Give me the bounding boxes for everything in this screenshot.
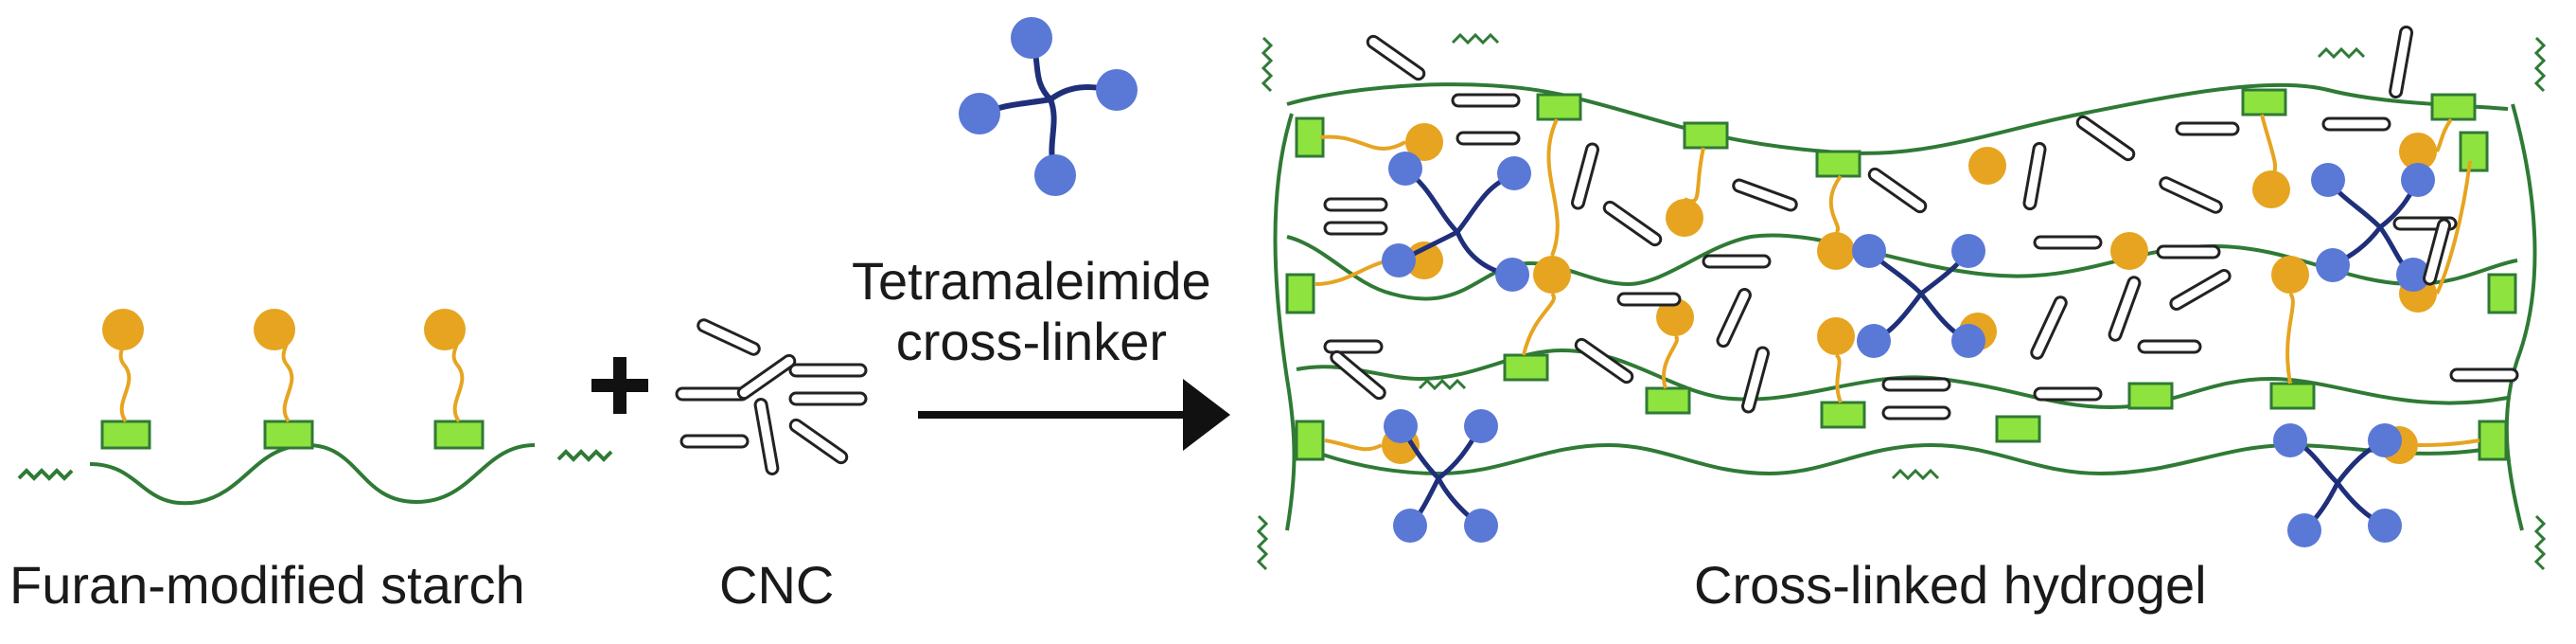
furan-starch-molecule [17, 309, 613, 506]
plus-icon [591, 357, 648, 414]
crosslinker-label-line1: Tetramaleimide [852, 251, 1211, 311]
hydrogel-label: Cross-linked hydrogel [1694, 555, 2207, 615]
furan-group-icon [102, 309, 144, 423]
reaction-arrow-icon [918, 379, 1230, 451]
tetramaleimide-crosslinker [959, 17, 1138, 196]
cnc-rod-icon [788, 363, 868, 378]
crosslinker-label: Tetramaleimide cross-linker [852, 251, 1211, 372]
furan-group-icon [424, 309, 466, 423]
cnc-rod-icon [679, 434, 750, 449]
cnc-rod-icon [753, 398, 780, 475]
crosslinked-hydrogel [1256, 25, 2547, 571]
furan-group-icon [254, 309, 295, 423]
cnc-rod-icon [788, 418, 849, 465]
maleimide-ball-icon [1034, 154, 1076, 196]
cnc-rod-icon [697, 318, 761, 356]
cnc-rod-icon [736, 353, 797, 401]
maleimide-ball-icon [1011, 17, 1052, 59]
cnc-rod-icon [788, 391, 868, 406]
cnc-label: CNC [719, 555, 835, 615]
maleimide-ball-icon [959, 93, 1000, 134]
cnc-rod-icon [675, 386, 750, 402]
cnc-rods [675, 318, 868, 475]
starch-label: Furan-modified starch [9, 555, 525, 615]
crosslinker-label-line2: cross-linker [895, 312, 1167, 371]
maleimide-ball-icon [1096, 69, 1138, 111]
